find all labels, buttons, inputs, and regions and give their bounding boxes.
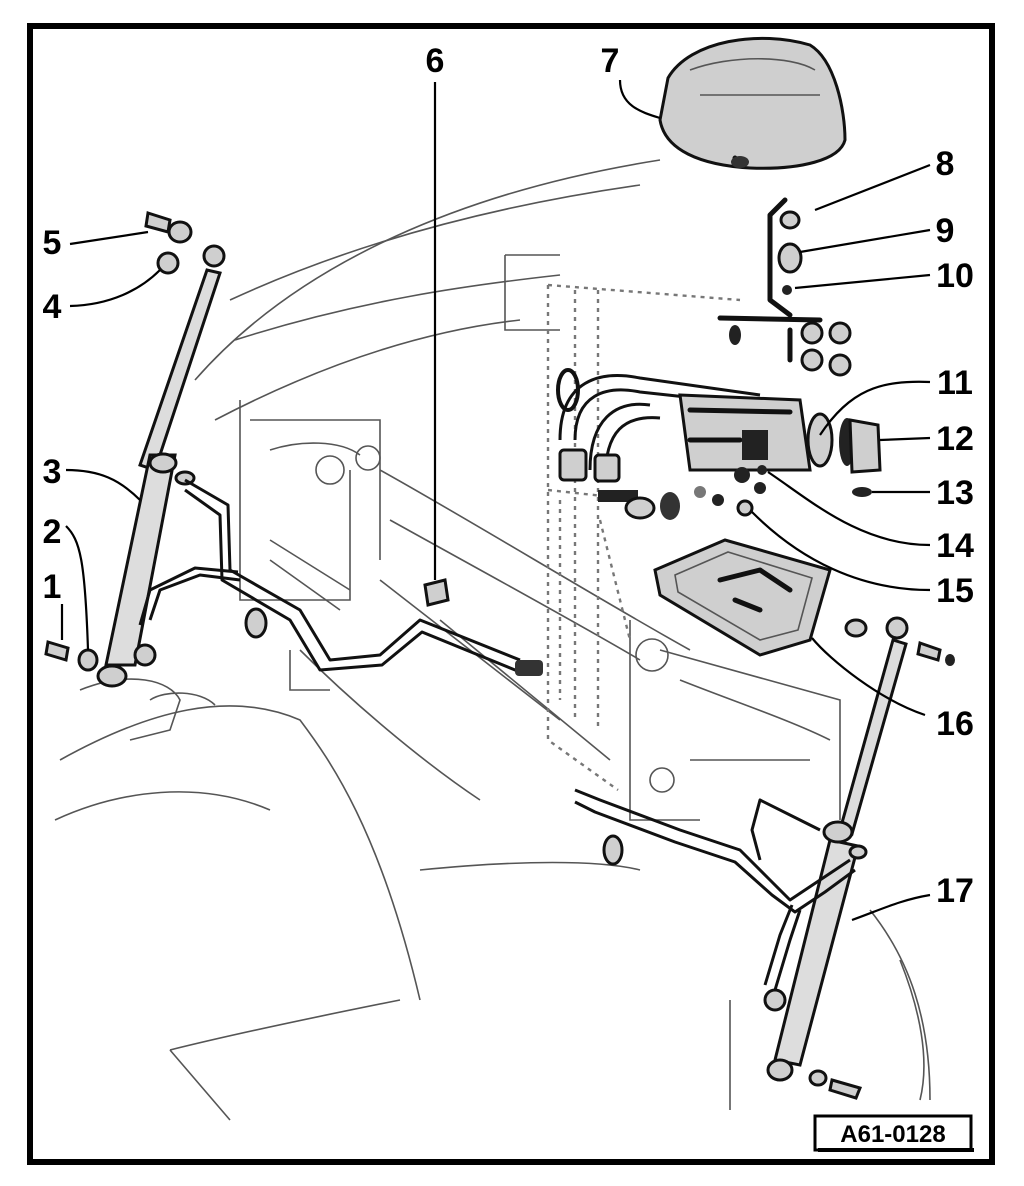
callout-8: 8 (936, 145, 955, 183)
lamp-housing-part (658, 36, 847, 170)
callout-15: 15 (936, 572, 974, 610)
callout-5: 5 (43, 224, 62, 262)
callout-10: 10 (936, 257, 974, 295)
left-gas-strut-part (96, 244, 543, 688)
mounting-bracket-outline (546, 283, 741, 791)
callout-7: 7 (601, 42, 620, 80)
callout-13: 13 (936, 474, 974, 512)
callout-12: 12 (936, 420, 974, 458)
callout-labels: 1 2 3 4 5 6 7 8 9 10 11 12 13 14 15 16 1… (43, 42, 974, 910)
callout-9: 9 (936, 212, 955, 250)
callout-3: 3 (43, 453, 62, 491)
switch-bracket-part (717, 197, 852, 377)
callout-17: 17 (936, 872, 974, 910)
callout-14: 14 (936, 527, 974, 565)
figure-reference-box: A61-0128 (813, 1114, 974, 1152)
tray-seal-part (653, 538, 832, 657)
hose-clip-part (423, 578, 450, 607)
small-fastener-parts (44, 211, 193, 672)
callout-6: 6 (426, 42, 445, 80)
callout-11: 11 (937, 364, 973, 402)
callout-1: 1 (43, 568, 62, 606)
right-gas-strut-part (574, 616, 955, 1100)
figure-reference-code: A61-0128 (840, 1121, 945, 1148)
callout-2: 2 (43, 513, 62, 551)
leader-lines (60, 79, 931, 922)
callout-4: 4 (43, 288, 62, 326)
lock-assembly-part (556, 368, 882, 520)
diagram-frame (27, 23, 995, 1165)
callout-16: 16 (936, 705, 974, 743)
